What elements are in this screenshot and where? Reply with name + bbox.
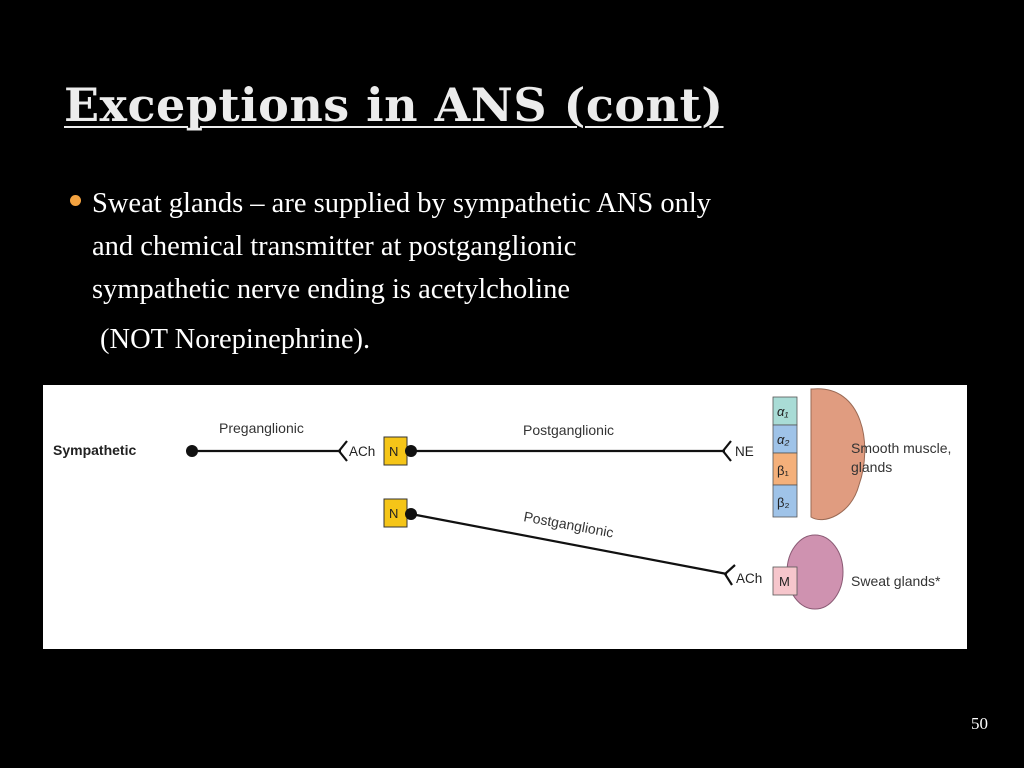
alpha2-receptor-box — [772, 424, 798, 454]
postganglionic-label-top: Postganglionic — [523, 422, 614, 438]
preganglionic-terminal — [337, 440, 348, 462]
page-number: 50 — [971, 714, 988, 733]
nicotinic-receptor-label-bottom: N — [389, 506, 398, 521]
muscarinic-receptor-label: M — [779, 574, 790, 589]
alpha2-label: α₂ — [777, 432, 789, 447]
beta1-label: β₁ — [777, 463, 789, 478]
postganglionic-axon-bottom — [410, 512, 728, 576]
smooth-muscle-organ — [810, 388, 866, 521]
muscarinic-receptor-box — [772, 566, 798, 596]
beta2-label: β₂ — [777, 495, 790, 510]
bullet-dot-icon — [70, 195, 81, 206]
beta2-receptor-box — [772, 484, 798, 518]
alpha1-label: α₁ — [777, 404, 789, 419]
bullet-item: Sweat glands – are supplied by sympathet… — [70, 182, 970, 311]
nicotinic-receptor-label-top: N — [389, 444, 398, 459]
target-top-label: Smooth muscle, glands — [851, 440, 955, 475]
postganglionic-label-bottom: Postganglionic — [522, 508, 614, 540]
beta1-receptor-box — [772, 452, 798, 486]
ans-diagram: Sympathetic Preganglionic ACh N Postgang… — [43, 385, 967, 649]
slide-title: Exceptions in ANS (cont) — [64, 78, 724, 132]
post-transmitter-label-bottom: ACh — [736, 571, 762, 586]
target-bottom-label: Sweat glands* — [851, 573, 941, 589]
pre-transmitter-label: ACh — [349, 444, 375, 459]
row-label-sympathetic: Sympathetic — [53, 442, 136, 458]
bullet-subline: (NOT Norepinephrine). — [100, 324, 371, 355]
post-transmitter-label-top: NE — [735, 444, 754, 459]
preganglionic-label: Preganglionic — [219, 420, 304, 436]
alpha1-receptor-box — [772, 396, 798, 426]
postganglionic-terminal-bottom — [723, 564, 736, 586]
postganglionic-terminal-top — [721, 440, 732, 462]
ans-diagram-svg: Sympathetic Preganglionic ACh N Postgang… — [53, 388, 955, 610]
bullet-text: Sweat glands – are supplied by sympathet… — [92, 188, 711, 305]
